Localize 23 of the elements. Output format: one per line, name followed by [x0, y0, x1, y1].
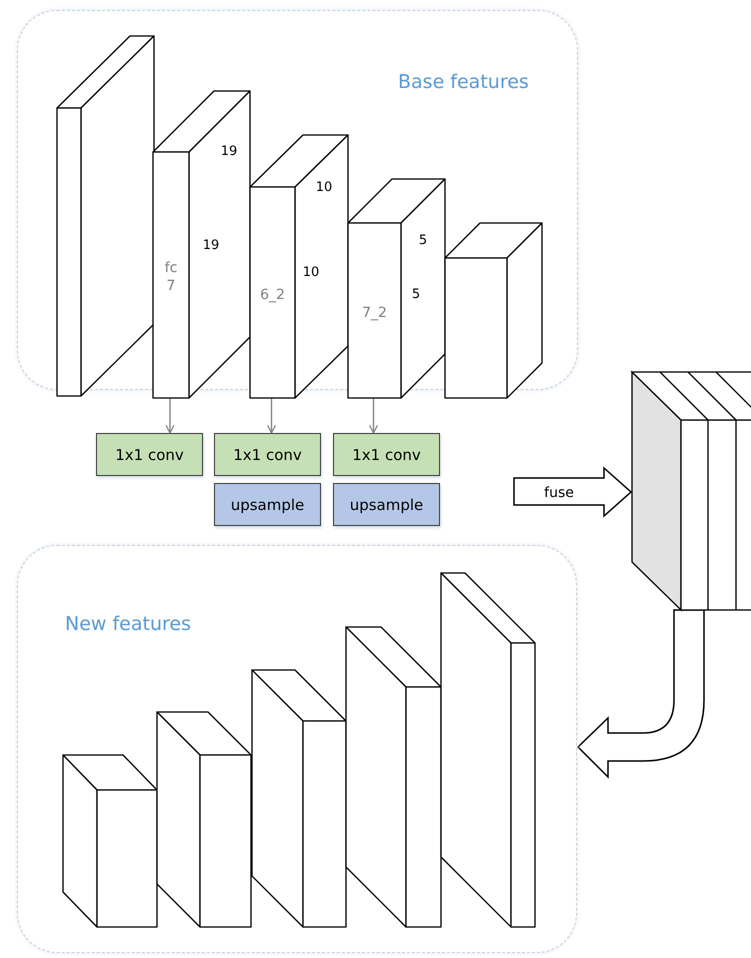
dimension-label: 10 [314, 179, 334, 196]
panel-title: Base features [398, 71, 529, 94]
arrow [266, 397, 276, 434]
dimension-label: 5 [410, 286, 422, 303]
feature-panel [17, 545, 577, 953]
conv-box: 1x1 conv [333, 433, 440, 476]
arrow [165, 397, 175, 434]
dimension-label: 5 [418, 232, 428, 249]
panel-title: New features [65, 613, 191, 636]
edge-label: fuse [543, 484, 575, 502]
dimension-label: 19 [220, 143, 238, 160]
layer-label: 6_2 [259, 286, 286, 304]
block-arrow [577, 609, 705, 778]
layer-label: 7_2 [361, 304, 388, 322]
dimension-label: 10 [302, 264, 320, 281]
upsample-box: upsample [214, 483, 321, 526]
arrow [368, 397, 378, 434]
upsample-box: upsample [333, 483, 440, 526]
layer-label: fc 7 [164, 259, 178, 295]
dimension-label: 19 [202, 237, 220, 254]
conv-box: 1x1 conv [96, 433, 203, 476]
conv-box: 1x1 conv [214, 433, 321, 476]
block-arrow [513, 466, 632, 518]
